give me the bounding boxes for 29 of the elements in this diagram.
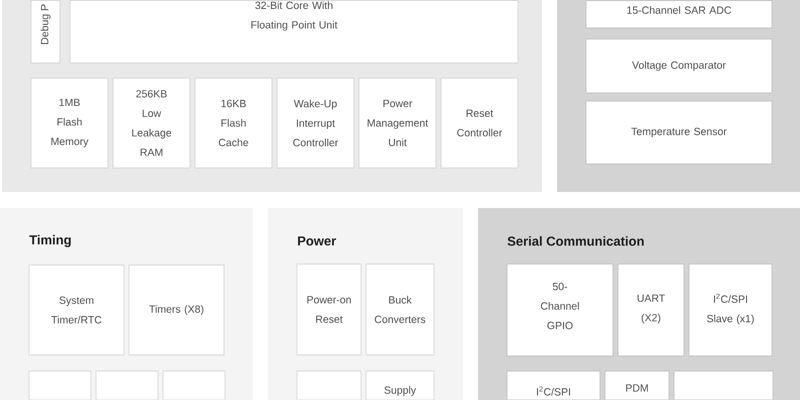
module-box: Power-on Reset	[296, 264, 362, 356]
module-box: Wake-Up Interrupt Controller	[276, 78, 354, 168]
module-box	[296, 370, 362, 400]
module-box	[96, 370, 158, 400]
module-box: UART (X2)	[618, 264, 684, 356]
module-box: Supply	[366, 370, 434, 400]
module-box: 32-Bit Core With Floating Point Unit	[70, 0, 518, 64]
module-box: 15-Channel SAR ADC	[586, 0, 772, 28]
module-box: I$^{2}$C/SPI	[506, 370, 600, 400]
module-box: Reset Controller	[440, 78, 518, 168]
module-box: 1MB Flash Memory	[30, 78, 108, 168]
module-box: Voltage Comparator	[586, 38, 772, 94]
module-box	[28, 370, 92, 400]
module-box: System Timer/RTC	[28, 264, 124, 356]
module-box: I$^{2}$C/SPI Slave (x1)	[688, 264, 772, 356]
module-box: Buck Converters	[366, 264, 434, 356]
module-box: Debug P	[30, 0, 60, 64]
module-box	[674, 370, 774, 400]
section-title: Timing	[29, 234, 71, 248]
module-box: Temperature Sensor	[586, 100, 772, 164]
module-box: 16KB Flash Cache	[194, 78, 272, 168]
module-box: 50- Channel GPIO	[506, 264, 614, 356]
module-box	[162, 370, 226, 400]
section-title: Power	[298, 236, 336, 246]
module-box: 256KB Low Leakage RAM	[112, 78, 190, 168]
module-box: PDM	[604, 370, 670, 400]
module-box: Power Management Unit	[358, 78, 436, 168]
section-title: Serial Communication	[508, 236, 644, 246]
module-box: Timers (X8)	[128, 264, 224, 356]
